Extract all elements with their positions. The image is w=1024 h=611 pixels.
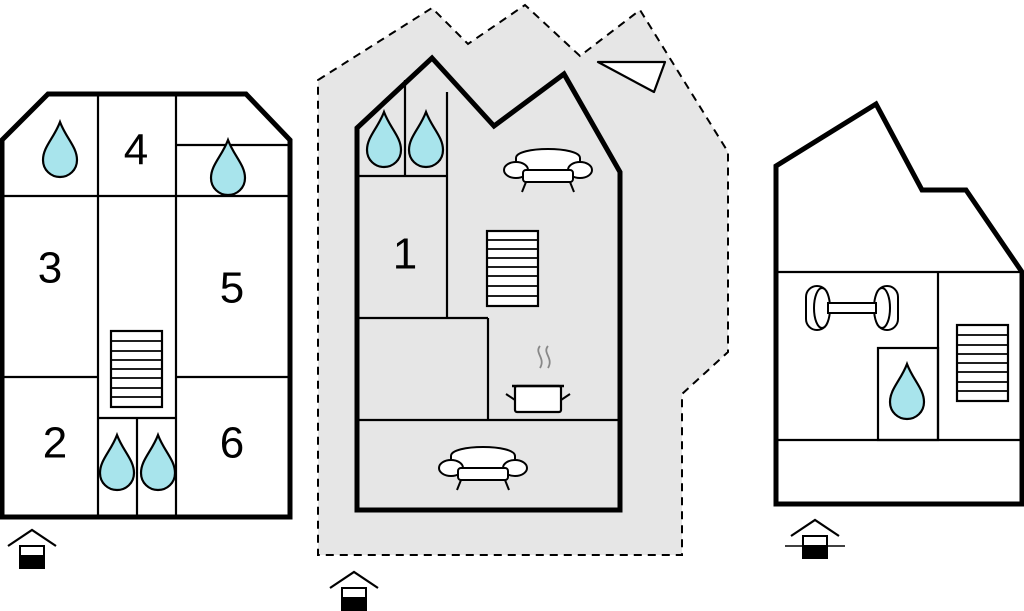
north-arrow-icon bbox=[596, 60, 667, 94]
room-number-1: 1 bbox=[393, 230, 417, 279]
house-entrance-icon bbox=[328, 570, 380, 611]
water-drop-icon bbox=[41, 120, 79, 179]
right-building bbox=[773, 100, 1024, 507]
house-entrance-icon bbox=[6, 528, 58, 570]
water-drop-icon bbox=[98, 433, 136, 492]
middle-building: 1 bbox=[354, 54, 623, 513]
water-drop-icon bbox=[888, 362, 926, 421]
cooking-pot-icon bbox=[505, 345, 571, 414]
left-building: 4 3 5 2 6 bbox=[0, 91, 293, 520]
room-number-3: 3 bbox=[38, 244, 62, 293]
room-number-2: 2 bbox=[43, 419, 67, 468]
stairs-icon bbox=[109, 329, 164, 409]
house-entrance-icon bbox=[785, 518, 845, 560]
water-drop-icon bbox=[139, 433, 177, 492]
water-drop-icon bbox=[209, 138, 247, 197]
room-number-6: 6 bbox=[220, 419, 244, 468]
dumbbell-icon bbox=[805, 285, 899, 331]
stairs-icon bbox=[955, 323, 1010, 403]
room-number-4: 4 bbox=[124, 126, 148, 175]
stairs-icon bbox=[485, 229, 540, 308]
room-number-5: 5 bbox=[220, 264, 244, 313]
